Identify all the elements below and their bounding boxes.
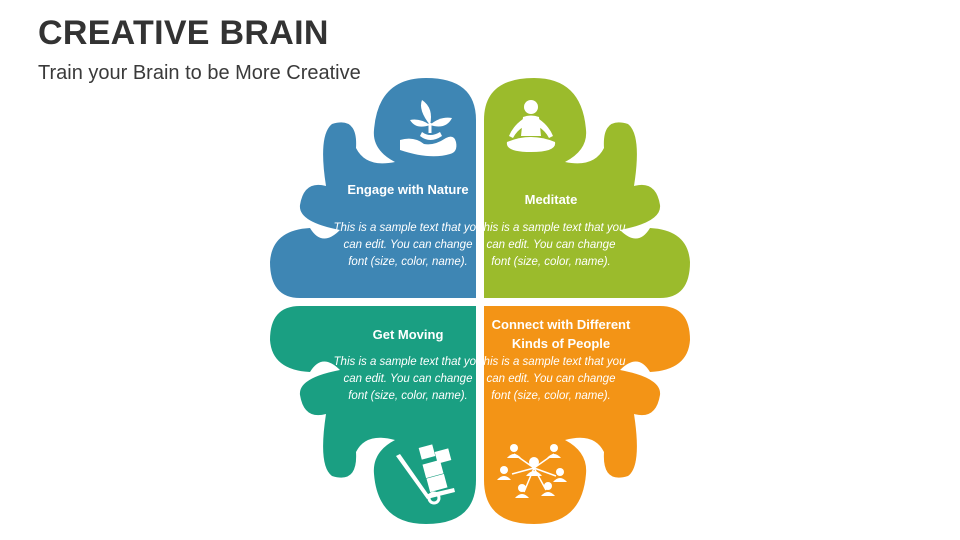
quadrant-shape-top-left	[270, 78, 476, 298]
quadrant-heading-get-moving: Get Moving	[372, 327, 444, 342]
hand-plant-icon	[400, 100, 457, 157]
quadrant-heading-connect-with-people: Connect with Different Kinds of People	[491, 317, 631, 351]
page-subtitle: Train your Brain to be More Creative	[38, 62, 361, 84]
quadrant-body-get-moving: This is a sample text that you can edit.…	[333, 356, 483, 402]
hand-truck-icon	[396, 444, 455, 505]
people-network-icon	[497, 444, 567, 498]
quadrant-body-meditate: This is a sample text that you can edit.…	[476, 222, 626, 268]
page-title: CREATIVE BRAIN	[38, 14, 329, 52]
quadrant-body-engage-with-nature: This is a sample text that you can edit.…	[333, 222, 483, 268]
meditation-icon	[506, 100, 556, 152]
quadrant-heading-meditate: Meditate	[524, 192, 578, 207]
quadrant-heading-engage-with-nature: Engage with Nature	[347, 182, 469, 197]
quadrant-body-connect-with-people: This is a sample text that you can edit.…	[476, 356, 626, 402]
